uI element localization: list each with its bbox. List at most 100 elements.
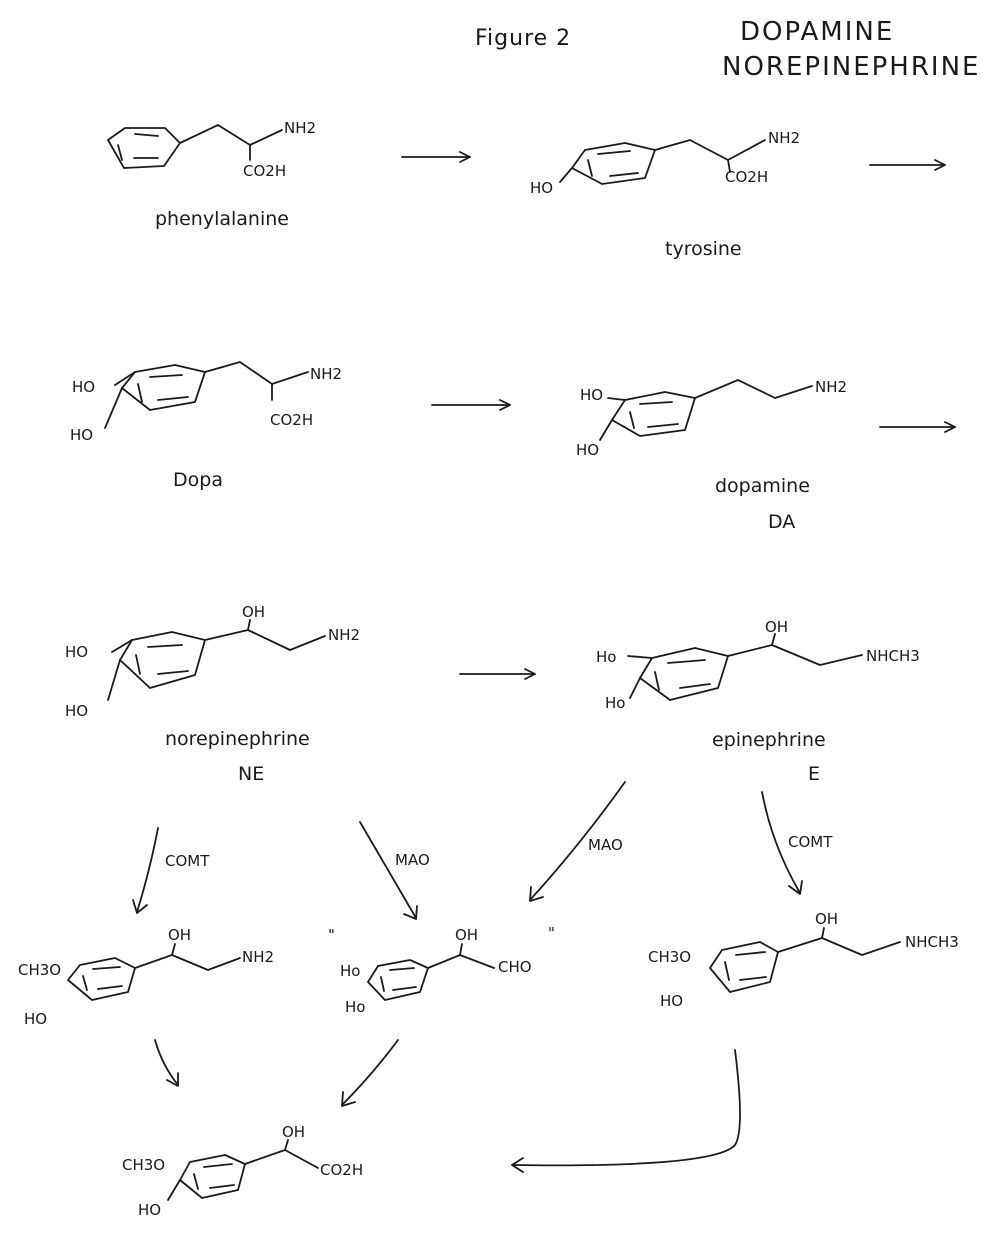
normetanephrine-ch3o: CH3O [18,961,61,979]
side-chain [134,954,241,971]
mao-arrow-right [529,781,626,902]
comt-label-right: COMT [788,833,833,851]
dopa-ho2: HO [70,426,93,444]
ring-bond [739,976,767,981]
vma-co2h: CO2H [320,1161,363,1179]
ring-bond [724,961,730,981]
dopamine-nh2: NH2 [815,378,847,396]
ring-bond [597,150,631,155]
arrow-to-vma-right [511,1049,741,1173]
tyrosine-nh2: NH2 [768,129,800,147]
ring-bond [92,966,121,970]
title-dopamine: DOPAMINE [740,17,894,47]
vma-oh: OH [282,1123,305,1141]
phenylalanine-co2h: CO2H [243,162,286,180]
dopamine-structure: HO HO NH2 [576,378,847,459]
oh-bond [114,371,136,386]
ring-bond [209,1184,235,1189]
dopa-nh2: NH2 [310,365,342,383]
aldehyde-ho1: Ho [340,962,360,980]
side-chain [204,629,326,651]
ring-bond [203,1163,233,1168]
vma-structure: OH CH3O HO CO2H [122,1123,363,1219]
norepinephrine-abbr: NE [238,763,264,785]
side-chain [654,139,766,161]
ring-bond [117,144,123,161]
aldehyde-structure: OH Ho Ho CHO " " [328,924,555,1016]
ring-bond [147,644,183,648]
oh-bond [167,1179,181,1201]
mao-arrow-left [359,821,418,920]
ring-bond [647,423,679,428]
dopa-name: Dopa [173,469,223,491]
dopamine-ho1: HO [580,386,603,404]
phenylalanine-name: phenylalanine [155,208,289,230]
phenylalanine-structure: NH2 CO2H [107,119,316,180]
ring-bond [654,671,660,691]
aldehyde-cho: CHO [498,958,532,976]
ring-bond [392,986,417,991]
comt-arrow-right [761,791,803,895]
epinephrine-structure: OH Ho Ho NHCH3 [596,618,920,712]
tyrosine-co2h: CO2H [725,168,768,186]
normetanephrine-oh: OH [168,926,191,944]
dopa-structure: HO HO NH2 CO2H [70,361,342,444]
arrow-to-vma-middle [341,1039,399,1107]
ring-bond [137,383,143,403]
mao-label-right: MAO [588,836,623,854]
ring-bond [193,1173,199,1190]
vma-ring [179,1154,246,1199]
norepinephrine-oh: OH [242,603,265,621]
reaction-arrow [459,668,536,680]
normetanephrine-ho: HO [24,1010,47,1028]
epinephrine-ring [639,647,729,701]
metanephrine-nhch3: NHCH3 [905,933,959,951]
oh-bond [171,943,176,956]
side-chain [694,379,813,399]
norepinephrine-nh2: NH2 [328,626,360,644]
oh-bond [607,397,626,401]
vma-ch3o: CH3O [122,1156,165,1174]
metanephrine-ch3o: CH3O [648,948,691,966]
arrow-to-vma-left [154,1039,179,1087]
reaction-arrow [869,159,946,171]
aldehyde-quote-right: " [548,924,555,942]
aldehyde-quote-left: " [328,926,335,944]
oh-bond [821,927,825,939]
norepinephrine-ho1: HO [65,643,88,661]
tyrosine-ho: HO [530,179,553,197]
ring-bond [667,659,706,664]
epinephrine-oh: OH [765,618,788,636]
oh-bond [629,677,641,699]
vma-ho: HO [138,1201,161,1219]
norepinephrine-structure: OH HO HO NH2 [65,603,360,720]
comt-label-left: COMT [165,852,210,870]
side-chain [204,361,309,385]
epinephrine-ho1: Ho [596,648,616,666]
oh-bond [247,619,251,631]
ring-bond [609,172,639,177]
ring-bond [389,967,415,971]
dopamine-abbr: DA [768,511,795,533]
aldehyde-oh: OH [455,926,478,944]
epinephrine-nhch3: NHCH3 [866,647,920,665]
side-chain [427,954,495,969]
ring-bond [157,670,189,675]
normetanephrine-nh2: NH2 [242,948,274,966]
ring-bond [134,133,159,137]
metanephrine-oh: OH [815,910,838,928]
metanephrine-structure: OH CH3O HO NHCH3 [648,910,959,1010]
ring-bond [380,976,385,992]
side-chain [777,937,901,956]
oh-bond [111,639,133,653]
epinephrine-ho2: Ho [605,694,625,712]
ring-bond [587,159,593,177]
reaction-arrow [879,421,956,433]
oh-bond [459,943,463,956]
title-norepinephrine: NOREPINEPHRINE [722,52,980,82]
aldehyde-ring [367,959,429,1001]
oh-bond [107,659,121,701]
norepinephrine-ho2: HO [65,702,88,720]
ring-bond [149,374,183,378]
